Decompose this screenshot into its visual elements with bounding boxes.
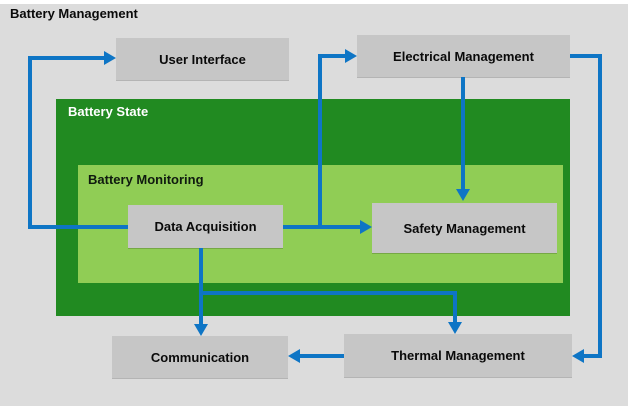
arrowhead-down-icon bbox=[448, 322, 462, 334]
arrowhead-right-icon bbox=[360, 220, 372, 234]
arrowhead-right-icon bbox=[345, 49, 357, 63]
node-thermal-management: Thermal Management bbox=[344, 334, 572, 377]
node-electrical-management: Electrical Management bbox=[357, 35, 570, 77]
node-data-acquisition-label: Data Acquisition bbox=[154, 219, 257, 234]
arrowhead-left-icon bbox=[572, 349, 584, 363]
line-segment bbox=[570, 54, 602, 58]
node-user-interface-label: User Interface bbox=[159, 51, 246, 67]
node-user-interface: User Interface bbox=[116, 38, 289, 80]
diagram-title: Battery Management bbox=[10, 6, 138, 21]
node-communication-label: Communication bbox=[150, 349, 250, 365]
line-segment bbox=[453, 291, 457, 322]
node-safety-management: Safety Management bbox=[372, 203, 557, 253]
line-segment bbox=[199, 248, 203, 324]
node-communication: Communication bbox=[112, 336, 288, 378]
battery-state-label: Battery State bbox=[68, 104, 149, 119]
arrowhead-right-icon bbox=[104, 51, 116, 65]
node-data-acquisition: Data Acquisition bbox=[128, 205, 283, 248]
line-segment bbox=[598, 54, 602, 358]
line-segment bbox=[28, 56, 32, 229]
arrowhead-down-icon bbox=[194, 324, 208, 336]
line-segment bbox=[28, 225, 128, 229]
line-segment bbox=[318, 54, 322, 229]
node-electrical-management-label: Electrical Management bbox=[393, 48, 534, 64]
node-safety-management-label: Safety Management bbox=[403, 220, 526, 236]
line-segment bbox=[461, 77, 465, 189]
arrowhead-down-icon bbox=[456, 189, 470, 201]
line-segment bbox=[199, 291, 457, 295]
line-segment bbox=[584, 354, 602, 358]
node-thermal-management-label: Thermal Management bbox=[391, 348, 525, 363]
line-segment bbox=[28, 56, 104, 60]
top-white-strip bbox=[0, 0, 628, 4]
arrowhead-left-icon bbox=[288, 349, 300, 363]
line-segment bbox=[318, 54, 345, 58]
line-segment bbox=[300, 354, 344, 358]
battery-monitoring-label: Battery Monitoring bbox=[88, 172, 204, 187]
